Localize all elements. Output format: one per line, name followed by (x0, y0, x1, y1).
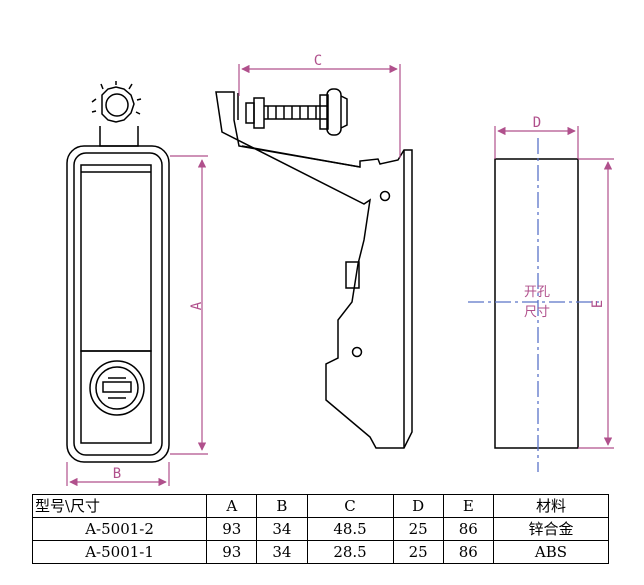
header-cell-b: B (256, 494, 308, 518)
thumb-screw-head (326, 88, 342, 136)
cell-a: 93 (206, 517, 258, 541)
dimension-d (494, 126, 579, 159)
cutout-note-line-2: 尺寸 (524, 305, 550, 320)
cell-material: ABS (492, 540, 610, 564)
cell-b: 34 (256, 540, 308, 564)
nut (245, 102, 255, 124)
cutout-note-line-1: 开孔 (524, 285, 550, 300)
lock-technical-drawing: 开孔 尺寸 (66, 53, 614, 487)
dimension-b (66, 462, 170, 487)
dimension-label-e: E (590, 300, 606, 308)
cutout-rectangle (494, 158, 579, 449)
key-cylinder-housing (80, 350, 152, 444)
side-profile-outline (215, 91, 413, 449)
cell-d: 25 (392, 517, 444, 541)
dimension-label-b: B (113, 466, 121, 482)
header-cell-a: A (206, 494, 258, 518)
dimension-a (170, 155, 208, 455)
dimension-lines (66, 64, 614, 487)
panel-cutout-view: 开孔 尺寸 (468, 138, 600, 472)
header-cell-c: C (306, 494, 394, 518)
dimension-e (578, 158, 614, 449)
header-cell-e: E (442, 494, 494, 518)
cell-model: A-5001-1 (31, 540, 208, 564)
front-view (66, 81, 170, 463)
cell-a: 93 (206, 540, 258, 564)
header-cell-d: D (392, 494, 444, 518)
dimension-label-c: C (314, 53, 322, 69)
specification-table: 型号\尺寸 A B C D E 材料 A-5001-2 93 34 48.5 2… (31, 494, 610, 564)
dimension-label-a: A (189, 301, 205, 310)
dimension-c (238, 64, 401, 158)
table-row: A-5001-2 93 34 48.5 25 86 锌合金 (31, 517, 610, 541)
table-row: A-5001-1 93 34 28.5 25 86 ABS (31, 540, 610, 564)
cell-e: 86 (442, 540, 494, 564)
handle-knob (91, 81, 142, 147)
header-cell-model-size: 型号\尺寸 (31, 494, 208, 518)
key-cylinder (89, 360, 145, 416)
side-view (215, 88, 413, 449)
lock-body-outline (66, 145, 170, 463)
mounting-hole-top (379, 190, 391, 202)
cell-e: 86 (442, 517, 494, 541)
washer (253, 97, 265, 129)
dimension-label-d: D (533, 115, 541, 131)
header-cell-material: 材料 (492, 494, 610, 518)
screw-shaft (264, 105, 327, 120)
handle-panel (80, 164, 152, 352)
cell-c: 48.5 (306, 517, 394, 541)
cell-b: 34 (256, 517, 308, 541)
cell-d: 25 (392, 540, 444, 564)
latch-tab (345, 261, 360, 289)
cell-c: 28.5 (306, 540, 394, 564)
cell-material: 锌合金 (492, 517, 610, 541)
cell-model: A-5001-2 (31, 517, 208, 541)
lock-body-inner (73, 152, 163, 456)
mounting-hole-bottom (351, 346, 363, 358)
table-header-row: 型号\尺寸 A B C D E 材料 (31, 494, 610, 518)
